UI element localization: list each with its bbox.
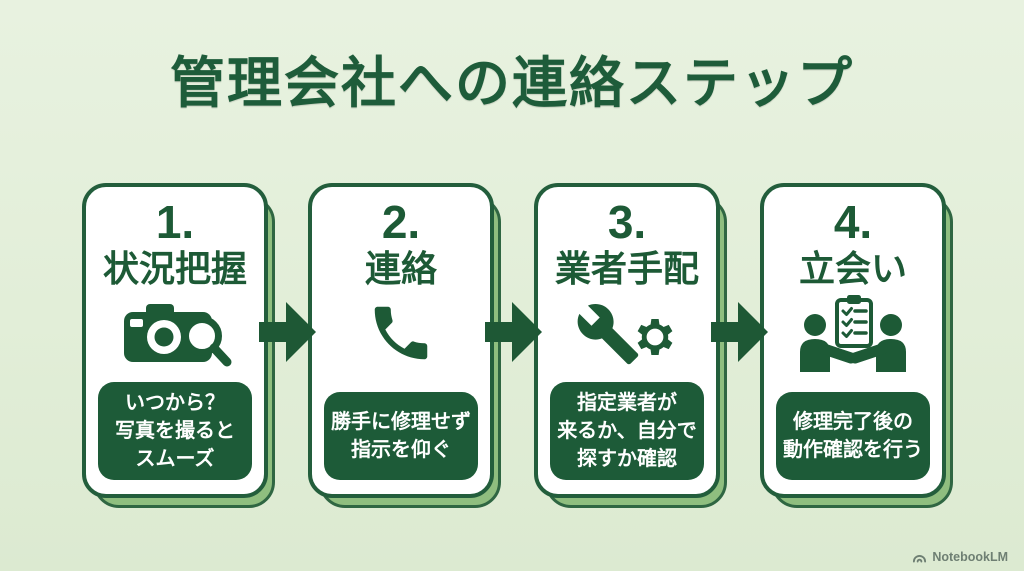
step-note: 勝手に修理せず 指示を仰ぐ (324, 392, 478, 480)
step-note: いつから？ 写真を撮ると スムーズ (98, 382, 252, 480)
step-card-4-face: 4. 立会い (760, 183, 946, 498)
note-line: 指定業者が (577, 392, 677, 414)
step-card-4: 4. 立会い (760, 183, 953, 508)
note-line: 修理完了後の (793, 411, 913, 433)
note-line: 写真を撮ると (115, 420, 235, 442)
note-line: 来るか、自分で (557, 420, 697, 442)
note-line: 動作確認を行う (783, 439, 923, 461)
step-card-1: 1. 状況把握 いつから？ 写真を撮ると スムーズ (82, 183, 275, 508)
step-card-2-face: 2. 連絡 勝手に修理せず 指示を仰ぐ (308, 183, 494, 498)
note-line: 探すか確認 (577, 448, 677, 470)
wrench-gear-icon (573, 293, 681, 373)
step-number: 1. (155, 196, 195, 248)
step-note: 指定業者が 来るか、自分で 探すか確認 (550, 382, 704, 480)
step-number: 4. (833, 196, 873, 248)
step-title: 立会い (798, 248, 907, 289)
step-title: 連絡 (364, 248, 437, 289)
step-title: 業者手配 (554, 248, 699, 289)
notebooklm-logo-icon (913, 555, 927, 563)
watermark-label: NotebookLM (932, 549, 1008, 564)
note-line: スムーズ (135, 448, 215, 470)
step-card-1-face: 1. 状況把握 いつから？ 写真を撮ると スムーズ (82, 183, 268, 498)
note-line: 指示を仰ぐ (351, 439, 451, 461)
note-line: 勝手に修理せず (331, 411, 471, 433)
page-title: 管理会社への連絡ステップ (169, 52, 854, 114)
step-card-3: 3. 業者手配 指定業者が 来るか、自分で 探すか確認 (534, 183, 727, 508)
handshake-clipboard-icon (792, 293, 914, 373)
step-number: 2. (381, 196, 421, 248)
step-card-3-face: 3. 業者手配 指定業者が 来るか、自分で 探すか確認 (534, 183, 720, 498)
camera-magnifier-icon (116, 293, 234, 373)
notebooklm-watermark: NotebookLM (912, 549, 1008, 564)
flow-arrow-icon (711, 302, 768, 362)
step-title: 状況把握 (102, 248, 247, 289)
step-note: 修理完了後の 動作確認を行う (776, 392, 930, 480)
flow-arrow-icon (259, 302, 316, 362)
flow-arrow-icon (485, 302, 542, 362)
step-number: 3. (607, 196, 647, 248)
phone-icon (366, 293, 436, 373)
note-line: いつから？ (125, 392, 225, 414)
steps-flow: 1. 状況把握 いつから？ 写真を撮ると スムーズ (82, 183, 953, 508)
step-card-2: 2. 連絡 勝手に修理せず 指示を仰ぐ (308, 183, 501, 508)
